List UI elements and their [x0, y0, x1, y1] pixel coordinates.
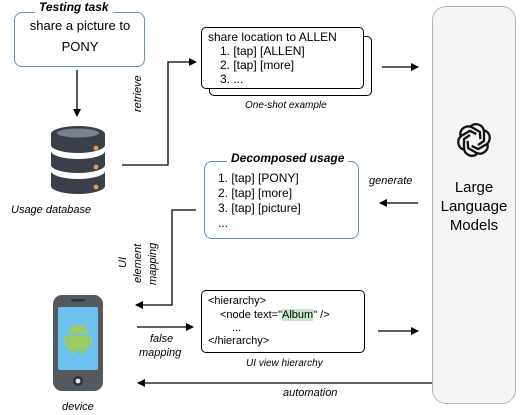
- one-shot-caption: One-shot example: [245, 100, 327, 111]
- llm-box: [432, 6, 516, 404]
- decomposed-usage-title: Decomposed usage: [227, 152, 349, 164]
- decomposed-line4: ...: [218, 216, 229, 230]
- hierarchy-highlighted-text: Album: [282, 309, 314, 321]
- decomposed-line1: 1. [tap] [PONY]: [218, 171, 299, 185]
- ui-mapping-line3: mapping: [147, 242, 159, 285]
- generate-label: generate: [369, 175, 413, 187]
- automation-label: automation: [283, 387, 338, 399]
- one-shot-line4: 3. ...: [220, 72, 244, 86]
- decomposed-line3: 3. [tap] [picture]: [218, 201, 301, 215]
- testing-task-line2: PONY: [61, 39, 99, 54]
- hierarchy-box: [201, 290, 365, 353]
- retrieve-label: retrieve: [132, 75, 144, 112]
- device-label: device: [62, 401, 94, 413]
- llm-line2: Language: [440, 198, 508, 215]
- decomposed-usage-box: [204, 161, 359, 239]
- hierarchy-node-prefix: <node text=": [220, 309, 283, 321]
- hierarchy-line4: </hierarchy>: [208, 335, 270, 347]
- ui-mapping-line2: element: [132, 243, 144, 283]
- one-shot-line1: share location to ALLEN: [208, 30, 337, 44]
- hierarchy-caption: UI view hierarchy: [246, 358, 323, 369]
- decomposed-line2: 2. [tap] [more]: [218, 186, 293, 200]
- testing-task-title: Testing task: [35, 1, 113, 13]
- one-shot-line2: 1. [tap] [ALLEN]: [220, 44, 305, 58]
- android-icon: [64, 322, 92, 355]
- usage-database-label: Usage database: [11, 204, 92, 216]
- one-shot-card: [201, 27, 364, 89]
- openai-logo-icon: [457, 123, 491, 157]
- retrieve-arrow: [122, 58, 197, 166]
- false-mapping-line1: false: [150, 333, 174, 345]
- false-mapping-line2: mapping: [139, 347, 182, 359]
- llm-line3: Models: [449, 217, 499, 234]
- hierarchy-line1: <hierarchy>: [208, 295, 267, 307]
- testing-task-line1: share a picture to: [29, 18, 131, 33]
- one-shot-line3: 2. [tap] [more]: [220, 58, 295, 72]
- phone-icon: [53, 295, 103, 391]
- llm-line1: Large: [454, 179, 494, 196]
- ui-mapping-arrow: [135, 209, 196, 309]
- hierarchy-line2: <node text="Album" />: [220, 309, 330, 321]
- database-icon: [51, 126, 105, 194]
- ui-mapping-line1: UI: [117, 257, 129, 268]
- hierarchy-node-suffix: " />: [313, 309, 330, 321]
- hierarchy-line3: ...: [232, 322, 242, 334]
